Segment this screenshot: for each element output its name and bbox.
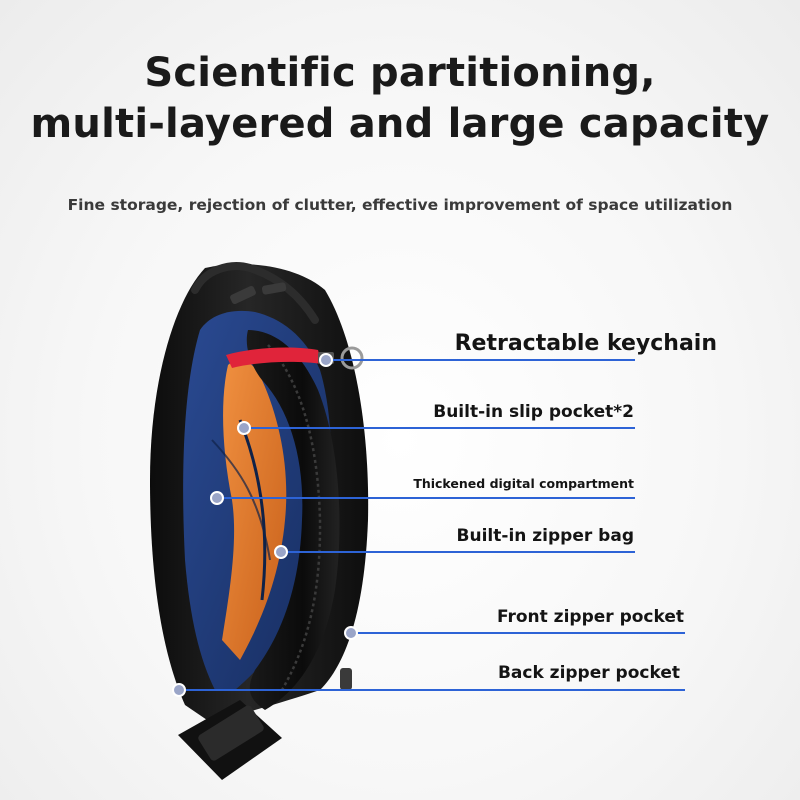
label-retractable-keychain: Retractable keychain <box>454 331 717 356</box>
label-front-zipper-pocket: Front zipper pocket <box>496 607 684 627</box>
label-back-zipper-pocket: Back zipper pocket <box>497 663 680 683</box>
bag-top-edge <box>191 262 319 324</box>
subheadline: Fine storage, rejection of clutter, effe… <box>67 196 733 214</box>
bag-front-flap <box>246 330 340 710</box>
headline-line-1: Scientific partitioning, <box>144 50 656 96</box>
label-slip-pocket: Built-in slip pocket*2 <box>433 402 634 422</box>
label-zipper-bag: Built-in zipper bag <box>456 526 634 546</box>
front-zipper-line <box>267 344 322 691</box>
label-digital-compartment: Thickened digital compartment <box>413 476 634 491</box>
keychain-strap <box>226 347 322 368</box>
headline: Scientific partitioning, multi-layered a… <box>0 48 800 150</box>
zipper-pull-top <box>230 285 256 305</box>
keychain-ring <box>340 346 364 370</box>
headline-line-2: multi-layered and large capacity <box>30 101 770 147</box>
side-zipper-pull <box>340 668 352 690</box>
strap-buckle <box>198 705 264 761</box>
bag-orange-pocket <box>222 360 287 660</box>
bag-inner-divider <box>238 419 267 601</box>
